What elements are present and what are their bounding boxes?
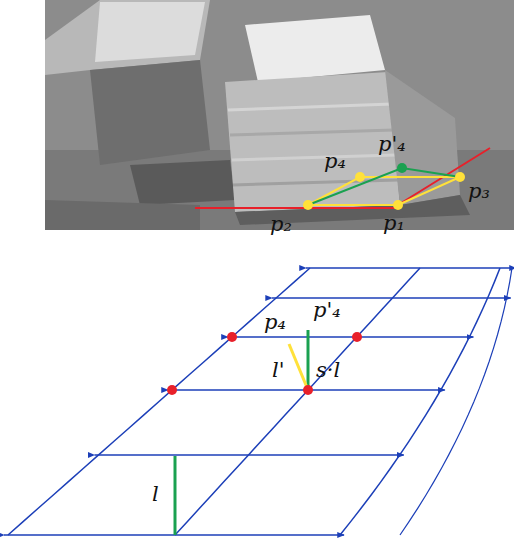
point-label: p₄ xyxy=(324,151,346,172)
point-label: p'₄ xyxy=(313,300,341,321)
grid-line xyxy=(340,268,500,535)
grid-line xyxy=(400,268,512,535)
perspective-grid xyxy=(4,268,514,535)
grid-line xyxy=(8,268,310,535)
annotation xyxy=(195,148,490,208)
point-label: p'₄ xyxy=(378,134,406,155)
grid-line xyxy=(228,336,473,338)
point-label: s·l xyxy=(316,360,340,381)
grid-line xyxy=(306,267,514,269)
point-label: l xyxy=(152,484,159,505)
grid-line xyxy=(94,454,403,456)
measure-line xyxy=(175,330,308,535)
photo xyxy=(45,0,514,230)
point-label: p₃ xyxy=(468,181,490,202)
point-label: p₂ xyxy=(270,214,292,235)
grid-line xyxy=(175,268,420,535)
point-label: p₁ xyxy=(383,213,405,234)
grid-line xyxy=(272,297,511,299)
point-label: l' xyxy=(272,360,285,381)
point-label: p₄ xyxy=(264,312,286,333)
point-marker xyxy=(167,332,362,395)
